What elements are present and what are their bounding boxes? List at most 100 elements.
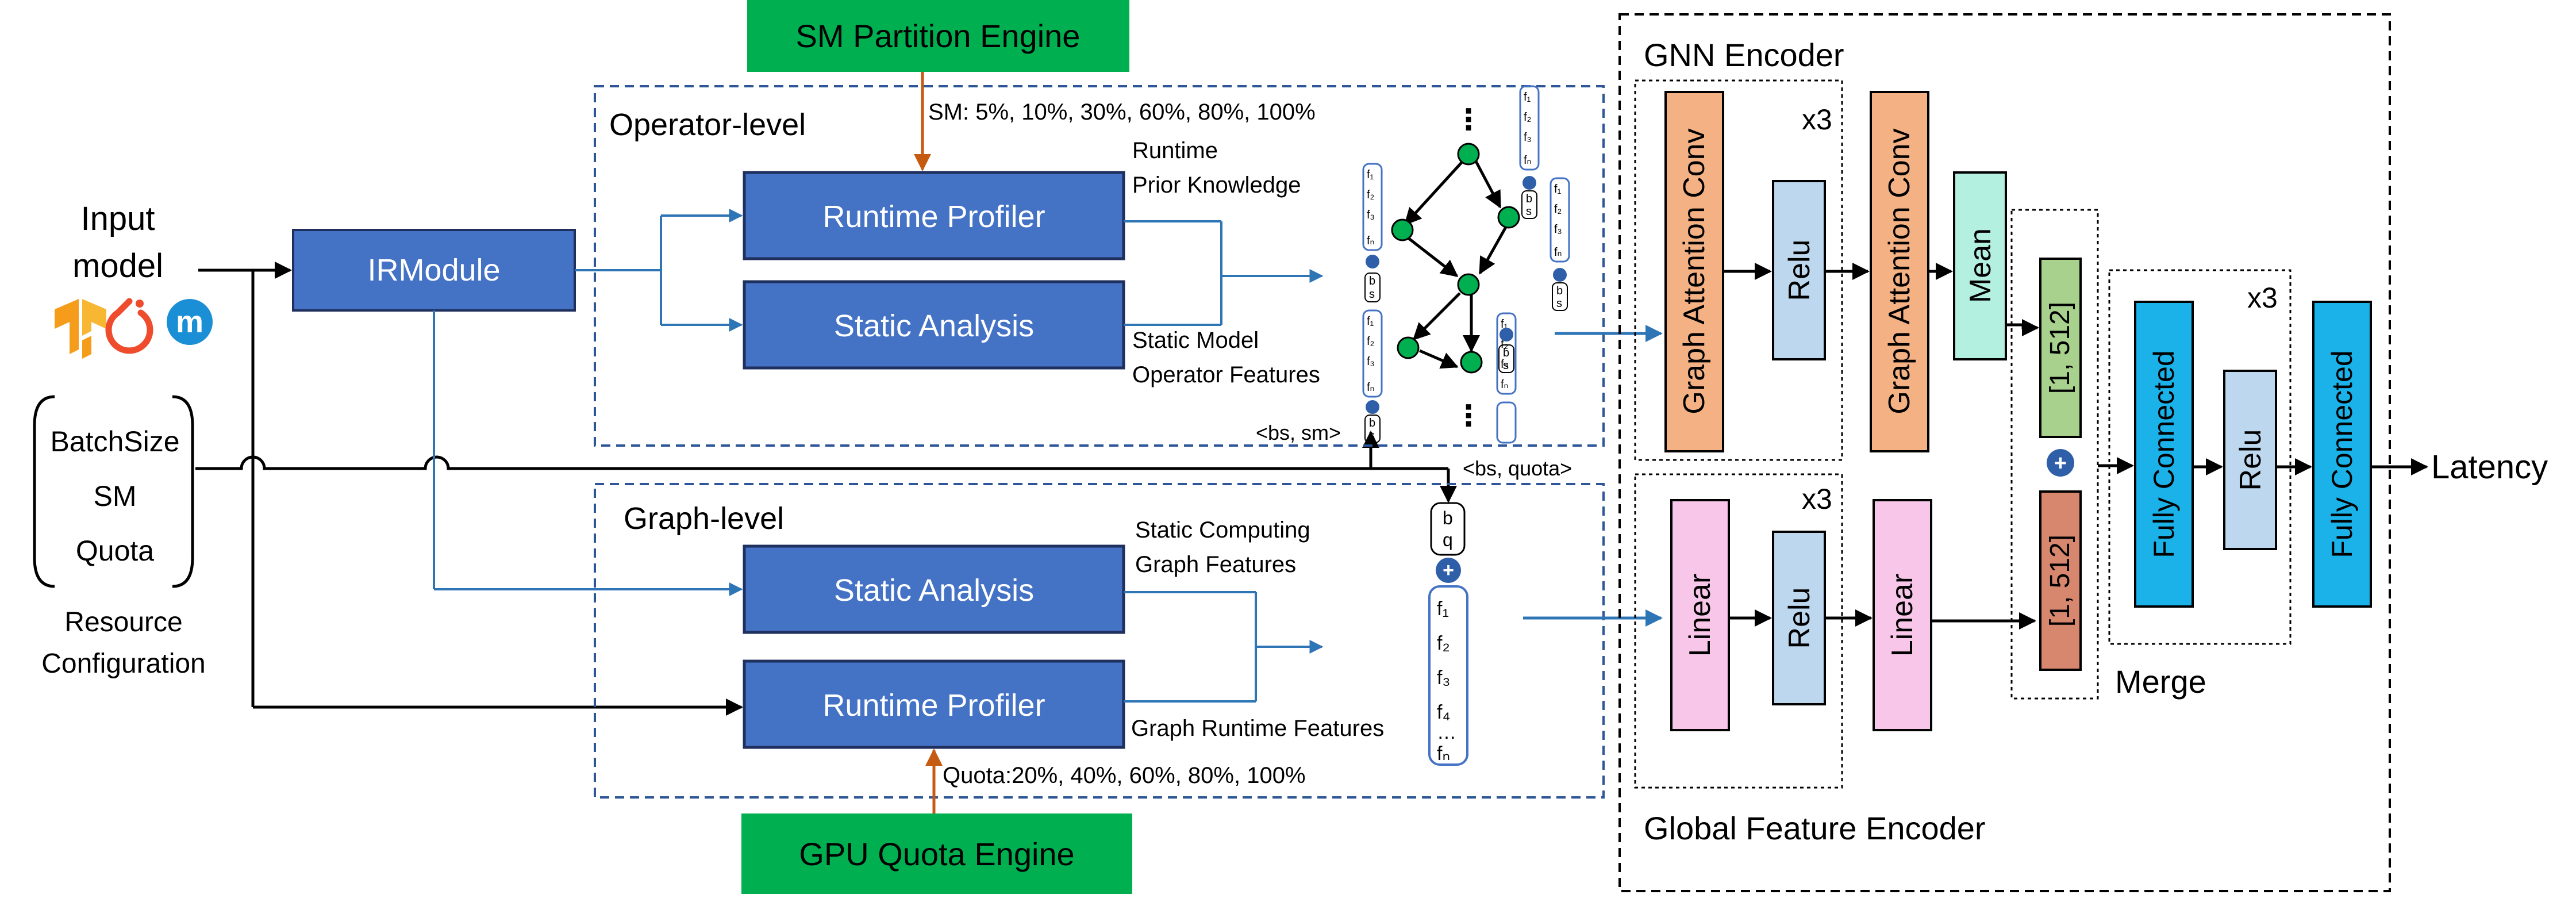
mean-box: [1953, 171, 2007, 360]
resource-batchsize: BatchSize: [50, 425, 179, 458]
gpu-quota-engine: GPU Quota Engine Quota:20%, 40%, 60%, 80…: [741, 749, 1306, 894]
svg-text:q: q: [1443, 529, 1453, 550]
svg-text:s: s: [1503, 359, 1509, 372]
gat1-box: [1664, 91, 1724, 452]
svg-text:fₙ: fₙ: [1554, 246, 1562, 259]
gnn-relu-box: [1772, 180, 1826, 360]
op-feature-vector: f₁ f₂ f₃ fₙ b s: [1519, 85, 1540, 219]
svg-text:fₙ: fₙ: [1524, 154, 1532, 167]
op-feature-vector: f₁ f₂ f₃ fₙ b s: [1496, 312, 1517, 444]
merge-plus-icon: [2047, 449, 2074, 477]
mxnet-letter: m: [176, 305, 203, 339]
gat2-box: [1870, 91, 1929, 452]
head-repeat-label: x3: [2247, 282, 2278, 314]
svg-text:b: b: [1443, 508, 1453, 528]
linear2-box: [1873, 499, 1932, 731]
svg-text:f₃: f₃: [1501, 358, 1509, 371]
vec2-box: [2039, 490, 2082, 671]
svg-text:f₃: f₃: [1524, 131, 1532, 144]
head-repeat-block: [2108, 269, 2292, 645]
gpu-engine-label: GPU Quota Engine: [799, 836, 1074, 872]
op-static-label-line1: Static Model: [1132, 328, 1259, 353]
op-runtime-label-line1: Runtime: [1132, 138, 1218, 163]
resource-left-paren: [33, 395, 55, 588]
svg-text:f₂: f₂: [1554, 203, 1562, 216]
input-title-line2: model: [72, 247, 163, 285]
resource-sm: SM: [94, 480, 137, 512]
gat2-label: Graph Attention Conv: [1883, 128, 1916, 414]
global-relu-label: Relu: [1783, 588, 1816, 649]
irmodule-label: IRModule: [367, 253, 500, 287]
op-runtime-label-line2: Prior Knowledge: [1132, 172, 1301, 198]
op-feature-vector: f₁ f₂ f₃ fₙ b s: [1362, 163, 1383, 302]
gnn-repeat-label: x3: [1802, 103, 1832, 136]
op-feature-vector: f₁ f₂ f₃ fₙ b s: [1550, 177, 1570, 311]
concat-plus-icon: [1436, 558, 1461, 583]
linear1-label: Linear: [1683, 574, 1717, 657]
head-relu-box: [2223, 370, 2277, 550]
svg-text:+: +: [1443, 559, 1454, 581]
input-connectors: [195, 262, 1457, 716]
input-title-line1: Input: [81, 200, 155, 237]
op-static-analysis-box: [743, 280, 1125, 370]
op-static-label-line2: Operator Features: [1132, 362, 1320, 387]
head-relu-label: Relu: [2234, 429, 2267, 491]
gnn-encoder-title: GNN Encoder: [1644, 37, 1844, 73]
svg-text:f₁: f₁: [1367, 168, 1374, 181]
svg-text:f₁: f₁: [1554, 183, 1562, 195]
graph-ellipsis-top: ⋮: [1454, 103, 1483, 136]
op-runtime-profiler-label: Runtime Profiler: [822, 199, 1045, 234]
sm-engine-box: [747, 0, 1129, 72]
latency-output-label: Latency: [2431, 448, 2548, 486]
predictor-panel: GNN Encoder x3 Graph Attention Conv Relu…: [1618, 13, 2428, 892]
global-repeat-label: x3: [1802, 483, 1832, 515]
svg-text:s: s: [1526, 205, 1532, 218]
mxnet-icon: m: [167, 299, 213, 345]
pytorch-icon: [105, 298, 153, 354]
svg-text:f₁: f₁: [1524, 91, 1531, 103]
svg-text:f₃: f₃: [1554, 223, 1562, 236]
gpu-engine-box: [741, 813, 1132, 894]
vec1-label: [1, 512]: [2045, 302, 2075, 394]
resource-caption-line2: Configuration: [41, 648, 206, 679]
resource-configuration: BatchSize SM Quota Resource Configuratio…: [33, 395, 206, 679]
graph-level-title: Graph-level: [624, 501, 784, 536]
sm-engine-label: SM Partition Engine: [796, 18, 1081, 54]
op-node: [1457, 273, 1480, 296]
svg-text:b: b: [1526, 193, 1532, 205]
vec2-label: [1, 512]: [2045, 535, 2075, 627]
quota-values: Quota:20%, 40%, 60%, 80%, 100%: [943, 763, 1306, 788]
linear2-label: Linear: [1886, 574, 1919, 657]
merge-block: [2010, 209, 2099, 700]
svg-text:f₁: f₁: [1437, 598, 1449, 620]
svg-text:f₃: f₃: [1367, 209, 1375, 221]
op-feature-vector: f₁ f₂ f₃ fₙ b s: [1362, 309, 1383, 443]
gl-runtime-profiler-box: [743, 659, 1125, 749]
sm-partition-engine: SM Partition Engine SM: 5%, 10%, 30%, 60…: [747, 0, 1316, 171]
svg-text:+: +: [2054, 451, 2067, 475]
global-encoder-title: Global Feature Encoder: [1644, 810, 1986, 846]
gl-static-analysis-box: [743, 544, 1125, 634]
op-runtime-profiler-box: [743, 171, 1125, 260]
fc1-box: [2134, 301, 2194, 608]
gl-runtime-profiler-label: Runtime Profiler: [822, 688, 1045, 723]
svg-text:b: b: [1369, 417, 1375, 429]
global-repeat-block: [1634, 473, 1843, 789]
resource-quota: Quota: [76, 535, 154, 567]
resource-caption-line1: Resource: [64, 607, 182, 638]
linear1-box: [1670, 499, 1730, 731]
svg-text:s: s: [1369, 288, 1375, 301]
gl-static-label-line1: Static Computing: [1135, 517, 1310, 543]
fc2-label: Fully Connected: [2326, 350, 2358, 558]
operator-level-title: Operator-level: [609, 108, 806, 142]
svg-text:fₙ: fₙ: [1501, 378, 1509, 391]
op-node: [1457, 143, 1480, 166]
gnn-relu-label: Relu: [1783, 240, 1816, 301]
bs-sm-label: <bs, sm>: [1256, 421, 1341, 444]
graph-feature-vector: b q + f₁ f₂ f₃ f₄ … fₙ: [1428, 502, 1468, 766]
gl-runtime-label: Graph Runtime Features: [1131, 716, 1384, 741]
svg-text:s: s: [1369, 429, 1375, 442]
tensorflow-icon: [55, 299, 106, 359]
svg-text:b: b: [1503, 347, 1509, 359]
svg-text:fₙ: fₙ: [1437, 743, 1450, 765]
